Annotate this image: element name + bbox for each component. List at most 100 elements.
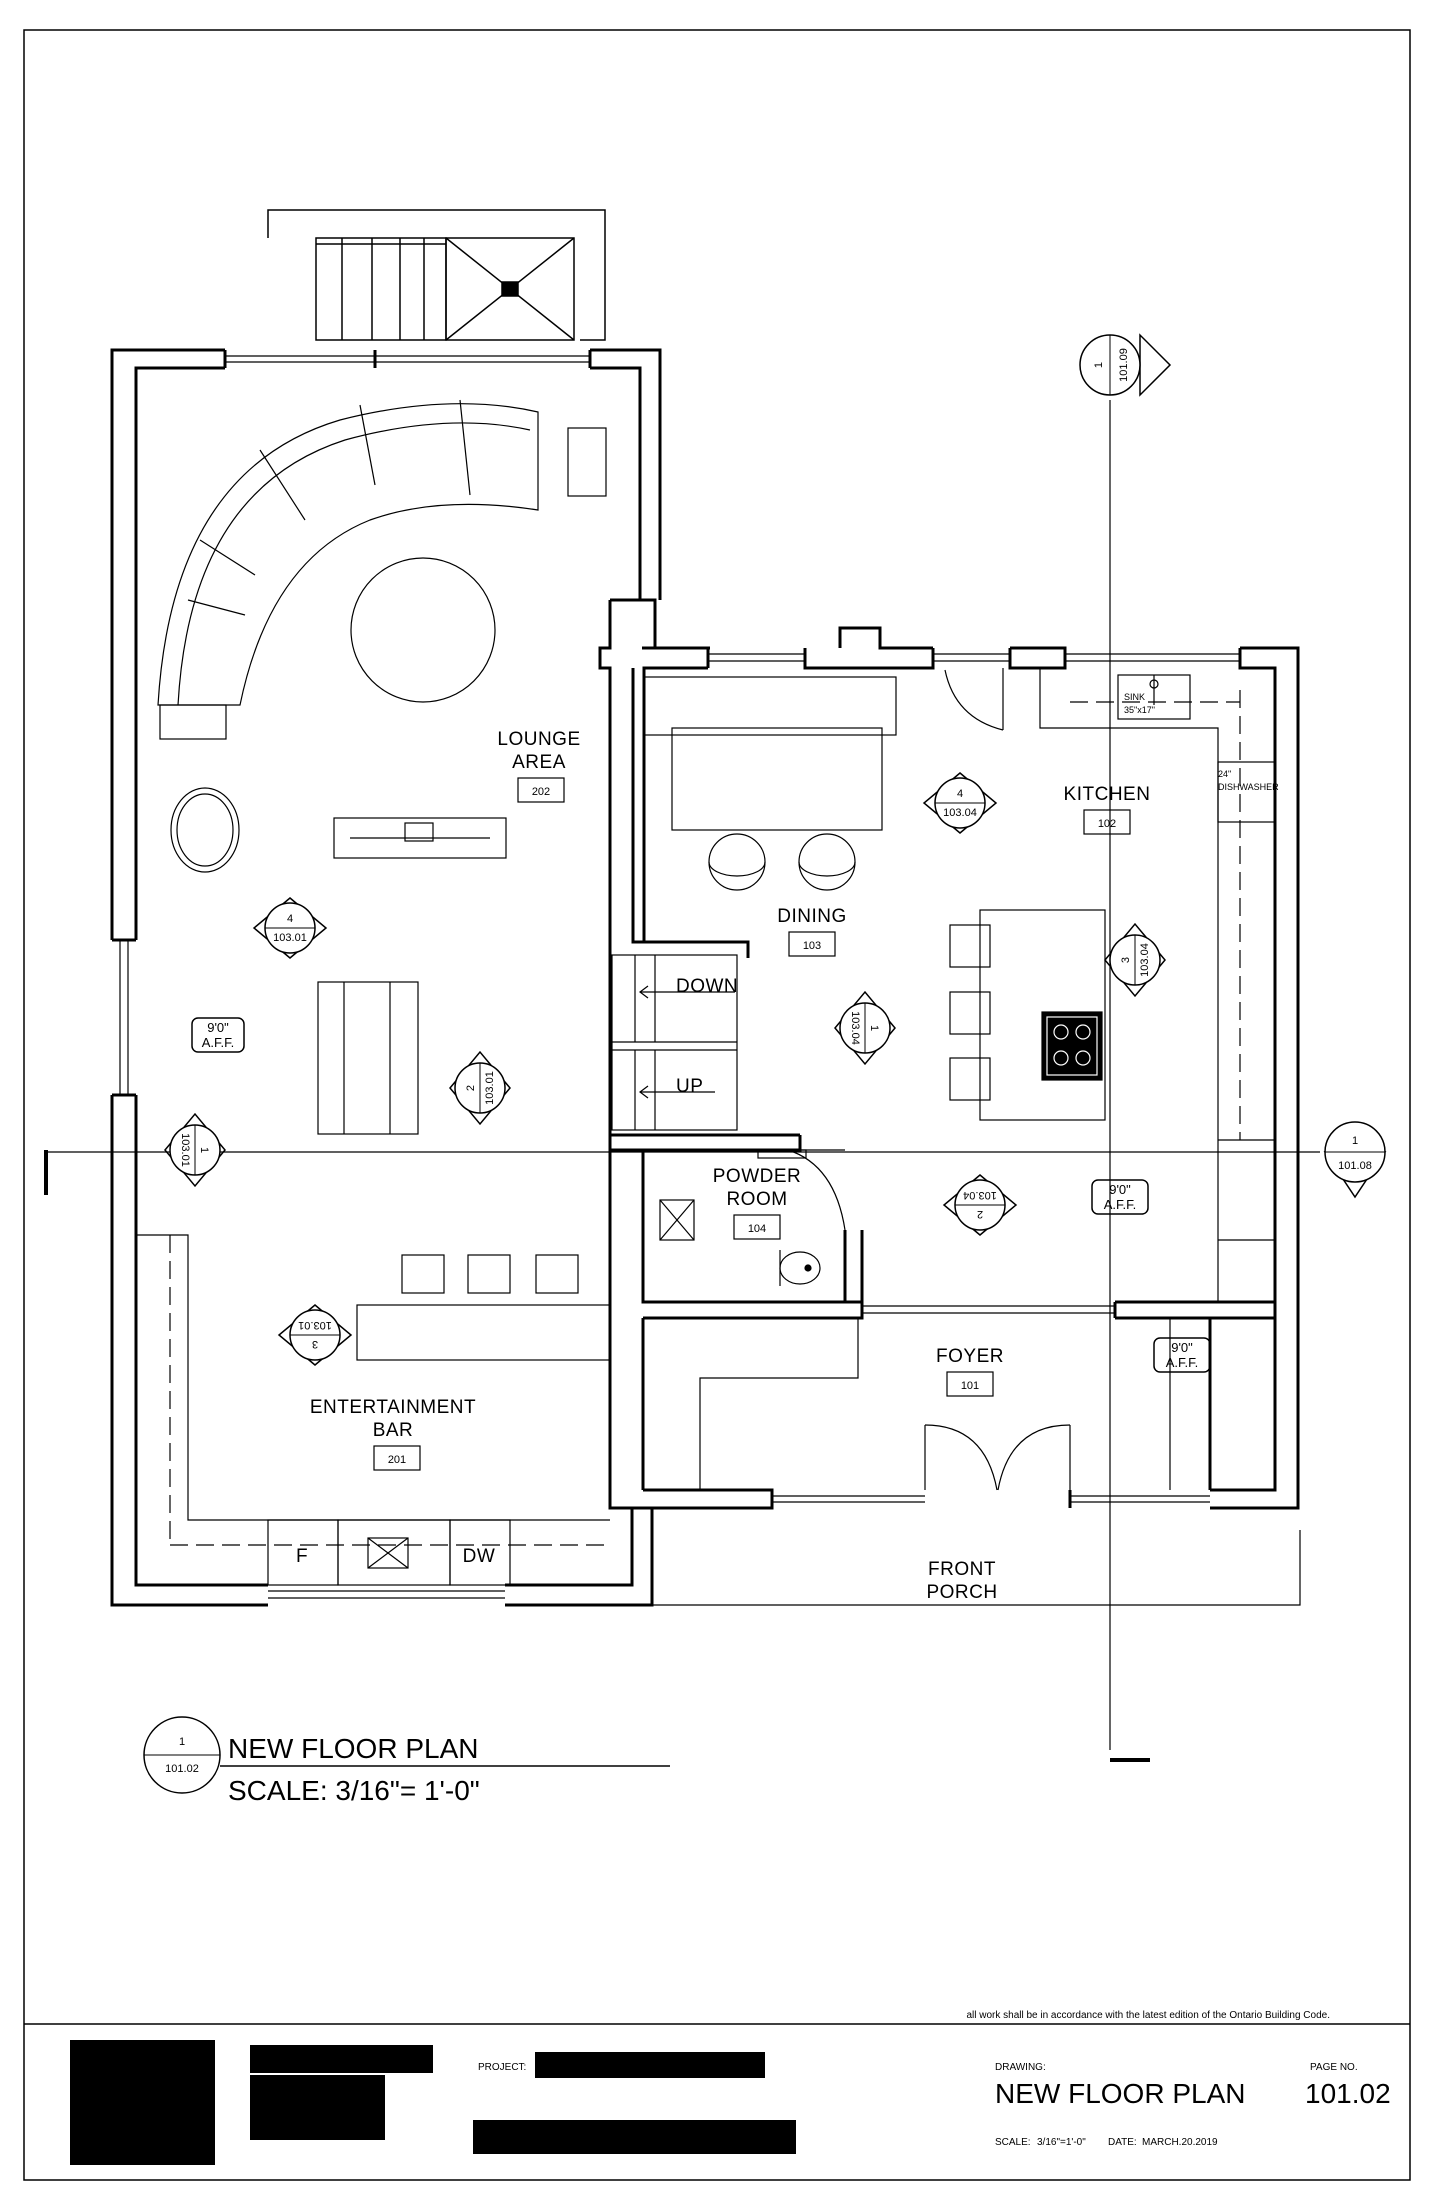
project-label: PROJECT:: [478, 2062, 526, 2073]
title-block: PROJECT: DRAWING: NEW FLOOR PLAN PAGE NO…: [70, 2040, 1391, 2165]
svg-text:3: 3: [1120, 957, 1132, 963]
sink-label-line1: SINK: [1124, 692, 1145, 702]
interior-walls: [608, 940, 1275, 1508]
powder-name-line2: ROOM: [726, 1189, 787, 1210]
drawing-label: DRAWING:: [995, 2062, 1046, 2073]
elevation-tag-lounge-1: 1 103.01: [164, 1112, 226, 1188]
lounge-name-line2: AREA: [512, 752, 566, 773]
svg-text:103.01: 103.01: [484, 1071, 496, 1105]
svg-text:3: 3: [312, 1338, 318, 1350]
elevation-tag-hall-2: 2 103.04: [942, 1174, 1018, 1236]
drawing-name: NEW FLOOR PLAN: [995, 2078, 1245, 2109]
svg-text:2: 2: [465, 1085, 477, 1091]
kitchen-number: 102: [1098, 818, 1116, 830]
ceiling-tag-kitchen: 9'0" A.F.F.: [1091, 1179, 1149, 1215]
dining-name: DINING: [777, 906, 847, 927]
elevation-tag-bar-3: 3 103.01: [277, 1304, 353, 1366]
bar-name-line2: BAR: [373, 1420, 414, 1441]
svg-text:2: 2: [977, 1208, 983, 1220]
foyer-fixtures: [699, 1317, 1171, 1491]
sink-label-line2: 35"x17": [1124, 705, 1155, 715]
scale-value: 3/16"=1'-0": [1037, 2137, 1086, 2148]
section-marker-101-09: 1 101.09: [1079, 333, 1172, 397]
svg-text:4: 4: [957, 788, 963, 800]
dishwasher-label-line2: DISHWASHER: [1218, 782, 1279, 792]
svg-text:A.F.F.: A.F.F.: [1104, 1197, 1137, 1212]
code-note: all work shall be in accordance with the…: [966, 2010, 1330, 2021]
svg-text:103.04: 103.04: [1139, 943, 1151, 977]
project-address-redacted: [473, 2120, 796, 2154]
porch-name-line2: PORCH: [926, 1582, 997, 1603]
foyer-name: FOYER: [936, 1346, 1004, 1367]
svg-text:9'0": 9'0": [1171, 1340, 1193, 1355]
room-labels: LOUNGE AREA 202 DINING 103 KITCHEN 102 P…: [310, 729, 1151, 1603]
svg-text:103.01: 103.01: [298, 1319, 332, 1331]
dining-number: 103: [803, 940, 821, 952]
powder-number: 104: [748, 1223, 766, 1235]
logo-redacted: [70, 2040, 215, 2165]
sheet-border: [23, 29, 1411, 2181]
date-label: DATE:: [1108, 2137, 1137, 2148]
lounge-number: 202: [532, 786, 550, 798]
svg-text:103.04: 103.04: [943, 807, 977, 819]
elevation-tag-dining-1: 1 103.04: [834, 990, 896, 1066]
exterior-walls-left: [110, 348, 662, 1607]
foyer-rear-opening: [862, 1305, 1115, 1314]
bar-number: 201: [388, 1454, 406, 1466]
project-name-redacted: [535, 2052, 765, 2078]
elevation-tag-kitchen-4: 4 103.04: [922, 772, 998, 834]
elevation-tag-lounge-4: 4 103.01: [252, 897, 328, 959]
section-lines: [44, 400, 1320, 1762]
svg-text:103.01: 103.01: [179, 1133, 191, 1167]
stair: [611, 954, 738, 1131]
svg-text:9'0": 9'0": [1109, 1182, 1131, 1197]
svg-text:103.04: 103.04: [849, 1011, 861, 1045]
date-value: MARCH.20.2019: [1142, 2137, 1218, 2148]
dishwasher-label-line1: 24": [1218, 769, 1231, 779]
bar-name-line1: ENTERTAINMENT: [310, 1397, 476, 1418]
powder-room-fixtures: [659, 1149, 846, 1286]
stair-up-label: UP: [676, 1076, 703, 1097]
page-label: PAGE NO.: [1310, 2062, 1358, 2073]
svg-text:4: 4: [287, 913, 293, 925]
svg-text:A.F.F.: A.F.F.: [1166, 1355, 1199, 1370]
svg-text:1: 1: [1352, 1135, 1358, 1147]
ceiling-tag-lounge: 9'0" A.F.F.: [191, 1017, 245, 1053]
firm-address-redacted: [250, 2075, 385, 2140]
lounge-name-line1: LOUNGE: [497, 729, 580, 750]
firm-name-redacted: [250, 2045, 433, 2073]
rear-deck-stair: [267, 209, 606, 341]
page-number: 101.02: [1305, 2078, 1391, 2109]
windows-left: [119, 355, 590, 1599]
ceiling-tag-foyer: 9'0" A.F.F.: [1153, 1337, 1211, 1373]
svg-text:A.F.F.: A.F.F.: [202, 1035, 235, 1050]
foyer-number: 101: [961, 1380, 979, 1392]
svg-text:101.08: 101.08: [1338, 1160, 1372, 1172]
front-porch: [652, 1530, 1301, 1606]
drawing-title: 1 101.02 NEW FLOOR PLAN SCALE: 3/16"= 1'…: [143, 1716, 670, 1806]
section-marker-101-08: 1 101.08: [1323, 1121, 1387, 1199]
windows-right: [708, 653, 1240, 1503]
svg-text:1: 1: [868, 1025, 880, 1031]
scale-label: SCALE:: [995, 2137, 1031, 2148]
drawing-title-num: 1: [179, 1736, 185, 1748]
svg-text:9'0": 9'0": [207, 1020, 229, 1035]
stair-down-label: DOWN: [676, 976, 738, 997]
bar-dishwasher-label: DW: [463, 1546, 496, 1567]
elevation-tag-kitchen-3: 3 103.04: [1104, 922, 1166, 998]
drawing-title-text: NEW FLOOR PLAN: [228, 1733, 478, 1764]
svg-text:1: 1: [1093, 362, 1105, 368]
elevation-tag-lounge-2: 2 103.01: [449, 1050, 511, 1126]
svg-text:103.04: 103.04: [963, 1189, 997, 1201]
porch-name-line1: FRONT: [928, 1559, 996, 1580]
svg-text:101.09: 101.09: [1118, 348, 1130, 382]
drawing-scale-text: SCALE: 3/16"= 1'-0": [228, 1775, 480, 1806]
powder-name-line1: POWDER: [713, 1166, 802, 1187]
bar-furniture: [136, 1234, 611, 1586]
lounge-furniture: [157, 399, 607, 1135]
svg-text:103.01: 103.01: [273, 932, 307, 944]
ceiling-height-tags: 9'0" A.F.F. 9'0" A.F.F. 9'0" A.F.F.: [191, 1017, 1211, 1373]
kitchen-name: KITCHEN: [1064, 784, 1151, 805]
drawing-title-sheet: 101.02: [165, 1763, 199, 1775]
